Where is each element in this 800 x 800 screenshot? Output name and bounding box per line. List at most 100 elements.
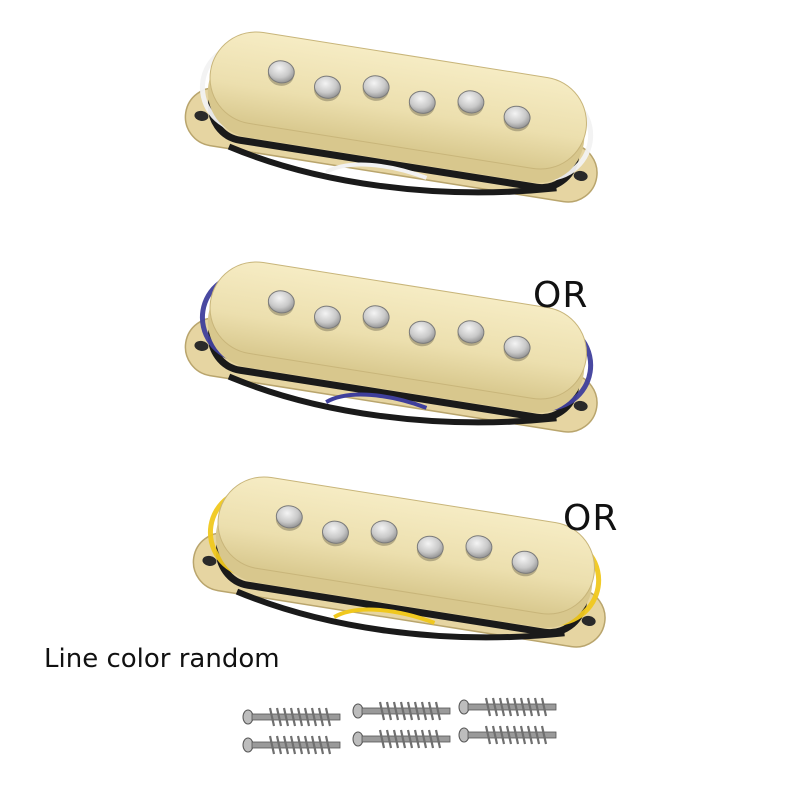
screw-shaft	[251, 741, 341, 749]
pole-piece	[457, 90, 485, 114]
spring-coil	[317, 735, 325, 755]
mounting-screws	[242, 697, 557, 755]
spring-coil	[392, 701, 400, 721]
spring-coil	[303, 707, 311, 727]
or-label-first: OR	[533, 275, 589, 316]
screw	[352, 729, 451, 749]
screw	[352, 701, 451, 721]
mounting-hole	[573, 400, 588, 412]
spring-coil	[296, 707, 304, 727]
spring-coil	[324, 735, 332, 755]
spring-coil	[413, 729, 421, 749]
spring-coil	[385, 701, 393, 721]
screw-shaft	[467, 731, 557, 739]
screw-head	[352, 703, 364, 719]
pole-piece	[362, 305, 390, 329]
spring-coil	[434, 729, 442, 749]
screw-head	[242, 709, 254, 725]
spring-coil	[484, 697, 492, 717]
spring-coil	[484, 725, 492, 745]
spring-coil	[427, 729, 435, 749]
spring-coil	[282, 707, 290, 727]
spring-coil	[526, 725, 534, 745]
spring-coil	[505, 697, 513, 717]
spring-coil	[420, 701, 428, 721]
spring-coil	[399, 729, 407, 749]
spring-coil	[498, 725, 506, 745]
lead-wire-end	[325, 392, 428, 410]
screw-head	[458, 727, 470, 743]
pole-piece	[408, 320, 436, 344]
pole-piece	[416, 535, 444, 559]
black-wire	[227, 373, 557, 426]
spring-coil	[540, 697, 548, 717]
spring-coil	[413, 701, 421, 721]
screw-shaft	[361, 707, 451, 715]
spring-coil	[385, 729, 393, 749]
spring-coil	[268, 735, 276, 755]
spring-coil	[289, 735, 297, 755]
pickup-blue-wires	[184, 261, 598, 433]
spring-coil	[406, 701, 414, 721]
black-wire	[235, 588, 565, 641]
screw-head	[458, 699, 470, 715]
spring-coil	[378, 729, 386, 749]
screw-shaft	[361, 735, 451, 743]
spring-coil	[519, 725, 527, 745]
pole-piece	[314, 75, 341, 99]
pickup-cover	[209, 31, 587, 170]
spring-coil	[519, 697, 527, 717]
pole-piece	[503, 105, 531, 129]
spring-coil	[310, 735, 318, 755]
spring-coil	[512, 725, 520, 745]
pickup-cover	[217, 476, 595, 615]
spring-coil	[498, 697, 506, 717]
screw	[242, 707, 341, 727]
spring-coil	[275, 707, 283, 727]
mounting-hole	[194, 340, 209, 351]
mounting-hole	[194, 110, 209, 121]
spring-coil	[491, 725, 499, 745]
spring-coil	[378, 701, 386, 721]
screw	[458, 725, 557, 745]
black-wire	[227, 143, 557, 196]
pole-piece	[457, 320, 485, 344]
screw-head	[352, 731, 364, 747]
spring-coil	[303, 735, 311, 755]
spring-coil	[324, 707, 332, 727]
pole-piece	[408, 90, 436, 114]
pole-piece	[314, 305, 341, 329]
mounting-hole	[581, 615, 596, 627]
spring-coil	[533, 725, 541, 745]
spring-coil	[512, 697, 520, 717]
screw	[242, 735, 341, 755]
screw	[458, 697, 557, 717]
spring-coil	[533, 697, 541, 717]
spring-coil	[317, 707, 325, 727]
spring-coil	[296, 735, 304, 755]
lead-wire-end	[333, 607, 436, 625]
or-label-second: OR	[563, 498, 619, 539]
spring-coil	[275, 735, 283, 755]
mounting-hole	[573, 170, 588, 182]
spring-coil	[406, 729, 414, 749]
pickup-cover	[209, 261, 587, 400]
spring-coil	[268, 707, 276, 727]
line-color-caption: Line color random	[44, 644, 280, 674]
spring-coil	[505, 725, 513, 745]
spring-coil	[526, 697, 534, 717]
spring-coil	[427, 701, 435, 721]
spring-coil	[399, 701, 407, 721]
spring-coil	[540, 725, 548, 745]
pole-piece	[362, 75, 390, 99]
spring-coil	[434, 701, 442, 721]
screw-shaft	[251, 713, 341, 721]
pole-piece	[267, 60, 295, 84]
spring-coil	[282, 735, 290, 755]
spring-coil	[392, 729, 400, 749]
screw-shaft	[467, 703, 557, 711]
pickup-yellow-wires	[192, 476, 606, 648]
spring-coil	[491, 697, 499, 717]
spring-coil	[310, 707, 318, 727]
